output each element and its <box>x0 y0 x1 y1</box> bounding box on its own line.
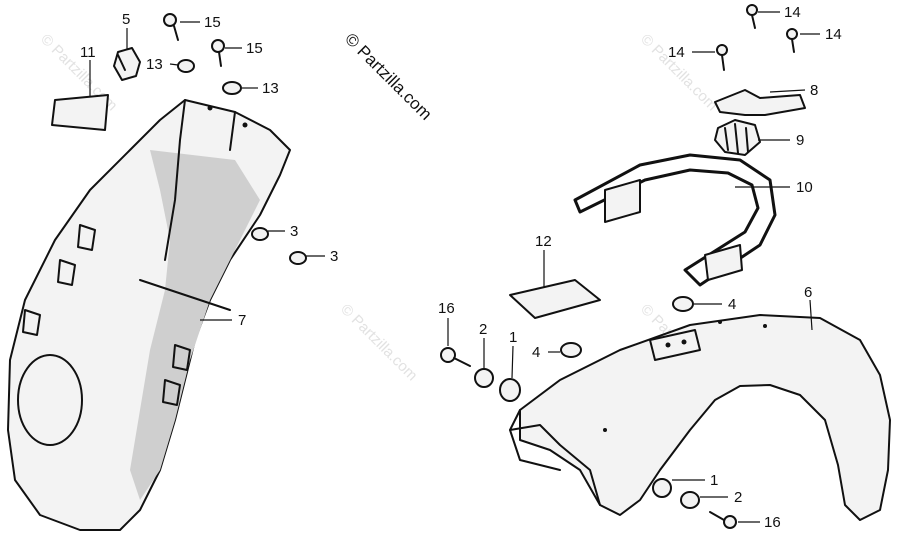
label-plate-part12 <box>509 279 601 319</box>
callout-labels: 5 15 15 11 13 13 3 3 7 14 14 14 8 9 10 1… <box>80 4 842 531</box>
bolt-part16-a <box>440 347 471 367</box>
bolt-part14-b <box>716 44 728 71</box>
grab-rail-part10 <box>573 153 777 287</box>
collar-part1-b <box>652 478 672 498</box>
callout-14: 14 <box>668 44 685 61</box>
callout-15: 15 <box>246 40 263 57</box>
rear-fender-part6 <box>509 314 891 521</box>
leader-lines <box>89 11 820 523</box>
nut-part3-b <box>289 251 307 265</box>
callout-7: 7 <box>238 312 246 329</box>
callout-6: 6 <box>804 284 812 301</box>
washer-part2-b <box>680 491 700 509</box>
callout-14: 14 <box>784 4 801 21</box>
collar-part1-a <box>499 378 521 402</box>
nut-part3-a <box>251 227 269 241</box>
bolt-part14-c <box>786 28 798 53</box>
callout-5: 5 <box>122 11 130 28</box>
callout-2: 2 <box>734 489 742 506</box>
callout-15: 15 <box>204 14 221 31</box>
callout-2: 2 <box>479 321 487 338</box>
watermark-text: © Partzilla.com <box>341 29 435 123</box>
callout-1: 1 <box>710 472 718 489</box>
washer-part13-a <box>177 59 195 73</box>
bolt-part14-a <box>746 4 758 29</box>
callout-3: 3 <box>330 248 338 265</box>
callout-11: 11 <box>80 44 96 61</box>
screw-part15-a <box>163 13 179 41</box>
callout-3: 3 <box>290 223 298 240</box>
front-fender-cover-part7 <box>7 99 291 531</box>
callout-4: 4 <box>532 344 540 361</box>
callout-16: 16 <box>438 300 455 317</box>
grommet-part4-a <box>672 296 694 312</box>
callout-9: 9 <box>796 132 804 149</box>
callout-10: 10 <box>796 179 813 196</box>
callout-1: 1 <box>509 329 517 346</box>
callout-8: 8 <box>810 82 818 99</box>
callout-12: 12 <box>535 233 552 250</box>
callout-13: 13 <box>262 80 279 97</box>
faint-watermark: © Partzilla.com <box>337 301 420 384</box>
callout-13: 13 <box>146 56 163 73</box>
callout-16: 16 <box>764 514 781 531</box>
grommet-part9 <box>714 119 761 156</box>
grommet-part4-b <box>560 342 582 358</box>
screw-part15-b <box>211 39 225 67</box>
washer-part13-b <box>222 81 242 95</box>
washer-part2-a <box>474 368 494 388</box>
clip-part5 <box>113 47 141 81</box>
bolt-part16-b <box>709 511 737 529</box>
callout-14: 14 <box>825 26 842 43</box>
label-plate-part11 <box>51 94 109 131</box>
callout-4: 4 <box>728 296 736 313</box>
bracket-part8 <box>714 89 806 116</box>
